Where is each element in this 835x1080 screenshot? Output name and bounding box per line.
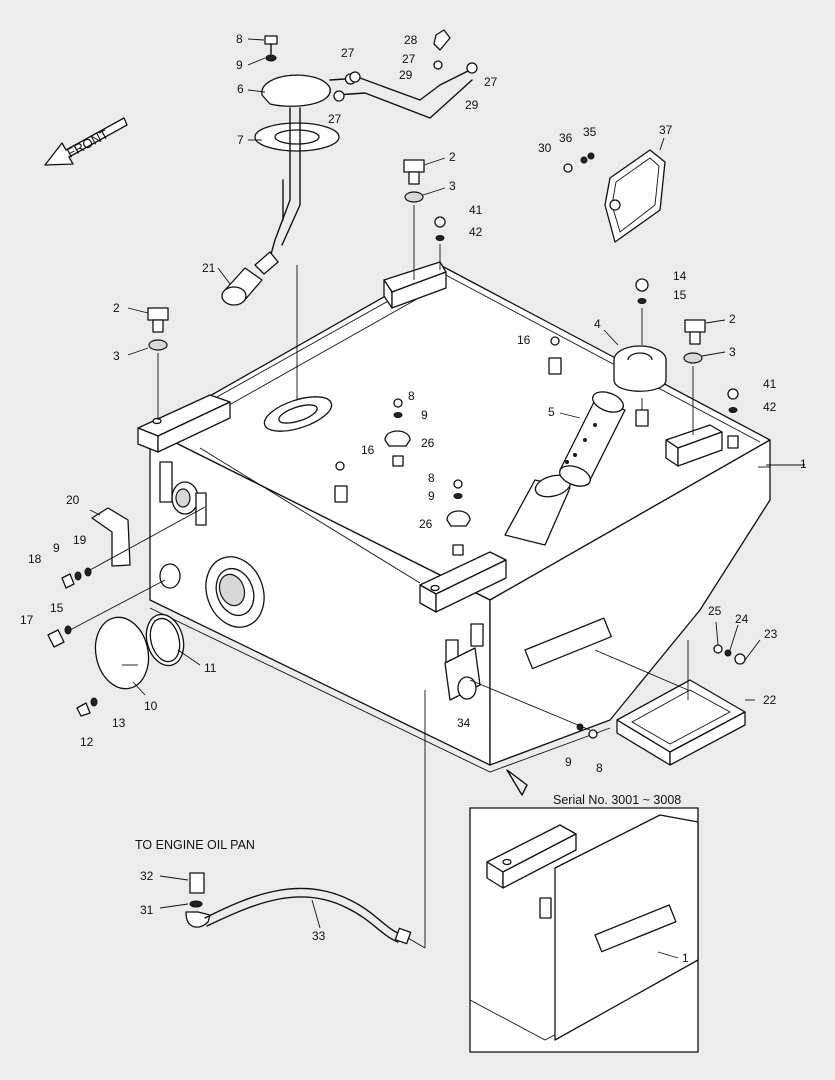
level-sensor-assembly [221,29,478,400]
callout-9: 9 [53,541,60,555]
callout-1-inset: 1 [682,951,689,965]
callout-2: 2 [729,312,736,326]
callout-18: 18 [28,552,42,566]
callout-30: 30 [538,141,552,155]
drain-tray [594,640,746,766]
callout-10: 10 [144,699,158,713]
callout-4: 4 [594,317,601,331]
callout-34: 34 [457,716,471,730]
callout-3: 3 [729,345,736,359]
callout-3: 3 [113,349,120,363]
clamps-spacers [334,336,562,556]
serial-detail-inset [469,769,699,1053]
callout-17: 17 [20,613,34,627]
bolts-washers [147,159,739,449]
callout-42: 42 [763,400,777,414]
callout-23: 23 [764,627,778,641]
callout-16: 16 [517,333,531,347]
callout-15: 15 [673,288,687,302]
side-parts [47,506,206,717]
callout-27: 27 [341,46,355,60]
callout-25: 25 [708,604,722,618]
front-arrow-label: FRONT [64,126,111,160]
callout-37: 37 [659,123,673,137]
callout-8: 8 [428,471,435,485]
callout-32: 32 [140,869,154,883]
callout-16: 16 [361,443,375,457]
callout-9: 9 [421,408,428,422]
callout-42: 42 [469,225,483,239]
callout-31: 31 [140,903,154,917]
callout-22: 22 [763,693,777,707]
oil-hose-assembly [185,647,598,949]
callout-13: 13 [112,716,126,730]
callout-29: 29 [465,98,479,112]
callout-29: 29 [399,68,413,82]
callout-20: 20 [66,493,80,507]
callout-27: 27 [402,52,416,66]
callout-8: 8 [408,389,415,403]
engine-oil-pan-note: TO ENGINE OIL PAN [135,838,255,852]
callout-6: 6 [237,82,244,96]
callout-27: 27 [484,75,498,89]
callout-3: 3 [449,179,456,193]
callout-41: 41 [763,377,777,391]
callout-9: 9 [236,58,243,72]
callout-35: 35 [583,125,597,139]
leader-lines [89,38,805,959]
callout-8: 8 [596,761,603,775]
callout-26: 26 [421,436,435,450]
callout-11: 11 [204,661,217,675]
callout-labels: 1 1 2 2 2 3 3 3 4 5 6 7 8 8 8 8 9 9 9 9 … [20,32,807,965]
callout-2: 2 [449,150,456,164]
callout-5: 5 [548,405,555,419]
callout-15: 15 [50,601,64,615]
front-direction-arrow: FRONT [44,117,128,166]
callout-28: 28 [404,33,418,47]
access-cover-assembly [563,149,666,243]
callout-12: 12 [80,735,94,749]
callout-26: 26 [419,517,433,531]
callout-8: 8 [236,32,243,46]
callout-19: 19 [73,533,87,547]
callout-1: 1 [800,457,807,471]
callout-36: 36 [559,131,573,145]
callout-41: 41 [469,203,483,217]
callout-21: 21 [202,261,216,275]
callout-27: 27 [328,112,342,126]
serial-range-note: Serial No. 3001 ~ 3008 [553,793,681,807]
callout-7: 7 [237,133,244,147]
callout-2: 2 [113,301,120,315]
callout-24: 24 [735,612,749,626]
callout-14: 14 [673,269,687,283]
callout-9: 9 [428,489,435,503]
tank-body [137,261,771,773]
callout-9: 9 [565,755,572,769]
filler-cap-strainer [559,278,667,487]
callout-33: 33 [312,929,326,943]
